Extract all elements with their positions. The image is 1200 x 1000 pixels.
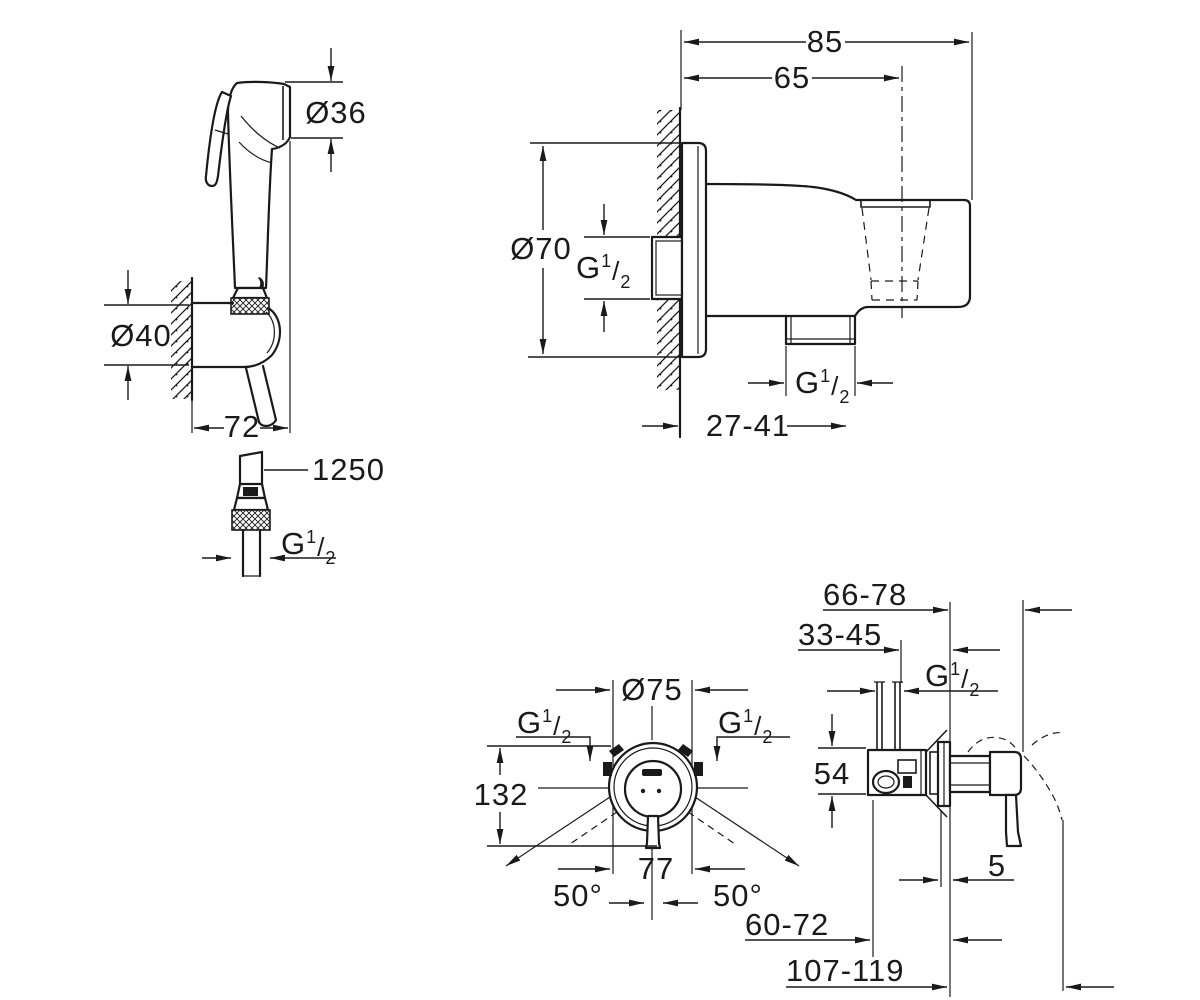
thread-label: G1/2 <box>795 365 850 407</box>
dim-front-inlet-left: G1/2 <box>516 705 594 761</box>
dim-label-angle-left: 50° <box>553 878 603 913</box>
dim-label-front-escutcheon: Ø75 <box>621 672 683 707</box>
escutcheon-tab-left <box>609 744 624 757</box>
dim-label-wall-depth: 27-41 <box>706 408 790 443</box>
dim-label-lever-depth-1: 60-72 <box>745 907 829 942</box>
dim-lever-depth-1: 60-72 <box>745 907 1002 944</box>
escutcheon-tab-right <box>678 744 693 757</box>
union-escutcheon <box>680 141 708 359</box>
view-mixer-side: 66-78 33-45 G1/2 54 5 <box>745 577 1114 997</box>
dim-label-hose-length: 1250 <box>312 452 385 487</box>
dim-head-diameter: Ø36 <box>285 48 367 172</box>
knurled-nut <box>230 297 270 315</box>
dim-label-depth-min: 33-45 <box>798 617 882 652</box>
inlet-boss-right <box>694 762 703 776</box>
dim-supply-thread: G1/2 <box>827 658 998 700</box>
dim-label-angle-right: 50° <box>713 878 763 913</box>
dim-front-height: 132 <box>474 745 657 847</box>
shower-hose <box>231 450 271 578</box>
dim-front-escutcheon: Ø75 <box>556 672 748 707</box>
wall-hatch <box>171 281 192 399</box>
dim-union-to-holder: 65 <box>684 60 899 95</box>
dim-body-height: 54 <box>814 714 866 828</box>
thread-label: G1/2 <box>517 705 572 747</box>
wall-cut-dashed-right <box>1023 755 1063 821</box>
dim-plate-thickness: 5 <box>899 810 1014 887</box>
dim-label-union-escutcheon: Ø70 <box>510 231 572 266</box>
thread-label: G1/2 <box>718 705 773 747</box>
dim-swing-angles: 50° 50° <box>553 878 763 913</box>
handle-minus-mark <box>642 769 662 776</box>
hose-hook-detail <box>258 277 264 290</box>
holder-cup-seat <box>860 200 931 208</box>
dim-holder-diameter: Ø40 <box>104 270 189 400</box>
dim-label-lever-depth-2: 107-119 <box>786 953 904 988</box>
inlet-boss-left <box>603 762 612 776</box>
dim-label-head-diameter: Ø36 <box>305 95 367 130</box>
supply-pipe <box>874 681 903 750</box>
view-wall-union: 85 65 Ø70 G1/2 G1/ <box>510 24 973 443</box>
dim-front-width: 77 <box>558 851 745 886</box>
dim-label-front-width: 77 <box>638 851 674 886</box>
dim-inlet-thread: G1/2 <box>576 204 650 332</box>
hose-knurled-nut <box>231 509 271 531</box>
lever-swing-dashed-left <box>569 811 618 845</box>
lever-swing-dashed-right <box>687 811 736 845</box>
wall-break-lines <box>925 729 948 818</box>
thread-label: G1/2 <box>925 658 980 700</box>
thread-label: G1/2 <box>576 250 631 292</box>
inlet-connection <box>650 235 684 301</box>
dim-label-holder-diameter: Ø40 <box>110 318 172 353</box>
wall-holder <box>190 301 281 427</box>
dim-front-inlet-right: G1/2 <box>713 705 790 761</box>
cartridge-stem <box>948 754 992 794</box>
trigger-lever <box>204 90 233 188</box>
dim-union-escutcheon: Ø70 <box>510 142 680 358</box>
dim-depth-min: 33-45 <box>798 617 1000 654</box>
wall-hatch-lower <box>657 300 680 390</box>
mixer-lever-side <box>1004 793 1023 848</box>
holder-cup-hidden-cone <box>861 207 930 301</box>
swing-line-right <box>691 794 800 867</box>
dim-label-union-to-holder: 65 <box>774 60 810 95</box>
outlet-nipple <box>784 314 857 346</box>
dim-label-holder-width: 72 <box>224 409 260 444</box>
dim-label-front-height: 132 <box>474 777 529 812</box>
view-hand-shower: Ø36 Ø40 72 1250 <box>104 48 385 578</box>
dim-label-union-total: 85 <box>807 24 843 59</box>
dim-depth-max: 66-78 <box>823 577 1072 614</box>
dim-label-body-height: 54 <box>814 756 850 791</box>
dim-holder-width: 72 <box>194 409 288 444</box>
dim-hose-thread: G1/2 <box>202 526 336 568</box>
dim-union-total: 85 <box>680 24 973 200</box>
dim-label-depth-max: 66-78 <box>823 577 907 612</box>
dim-lever-depth-2: 107-119 <box>786 953 1114 991</box>
handle-body <box>988 750 1023 797</box>
supply-elbow <box>871 769 901 795</box>
swing-line-left <box>505 794 614 867</box>
wall-hatch-upper <box>657 110 680 236</box>
mixer-lever-front <box>644 814 662 850</box>
wall-cut-dashed-top <box>967 736 1019 753</box>
dim-hose-length: 1250 <box>264 452 385 487</box>
thread-label: G1/2 <box>281 526 336 568</box>
hand-shower-body <box>226 80 292 290</box>
view-mixer-front: Ø75 G1/2 G1/2 132 77 <box>474 672 800 920</box>
dim-label-plate-thickness: 5 <box>988 848 1006 883</box>
dim-wall-depth: 27-41 <box>642 408 846 443</box>
union-body <box>704 182 972 318</box>
dim-outlet-thread: G1/2 <box>748 346 893 407</box>
